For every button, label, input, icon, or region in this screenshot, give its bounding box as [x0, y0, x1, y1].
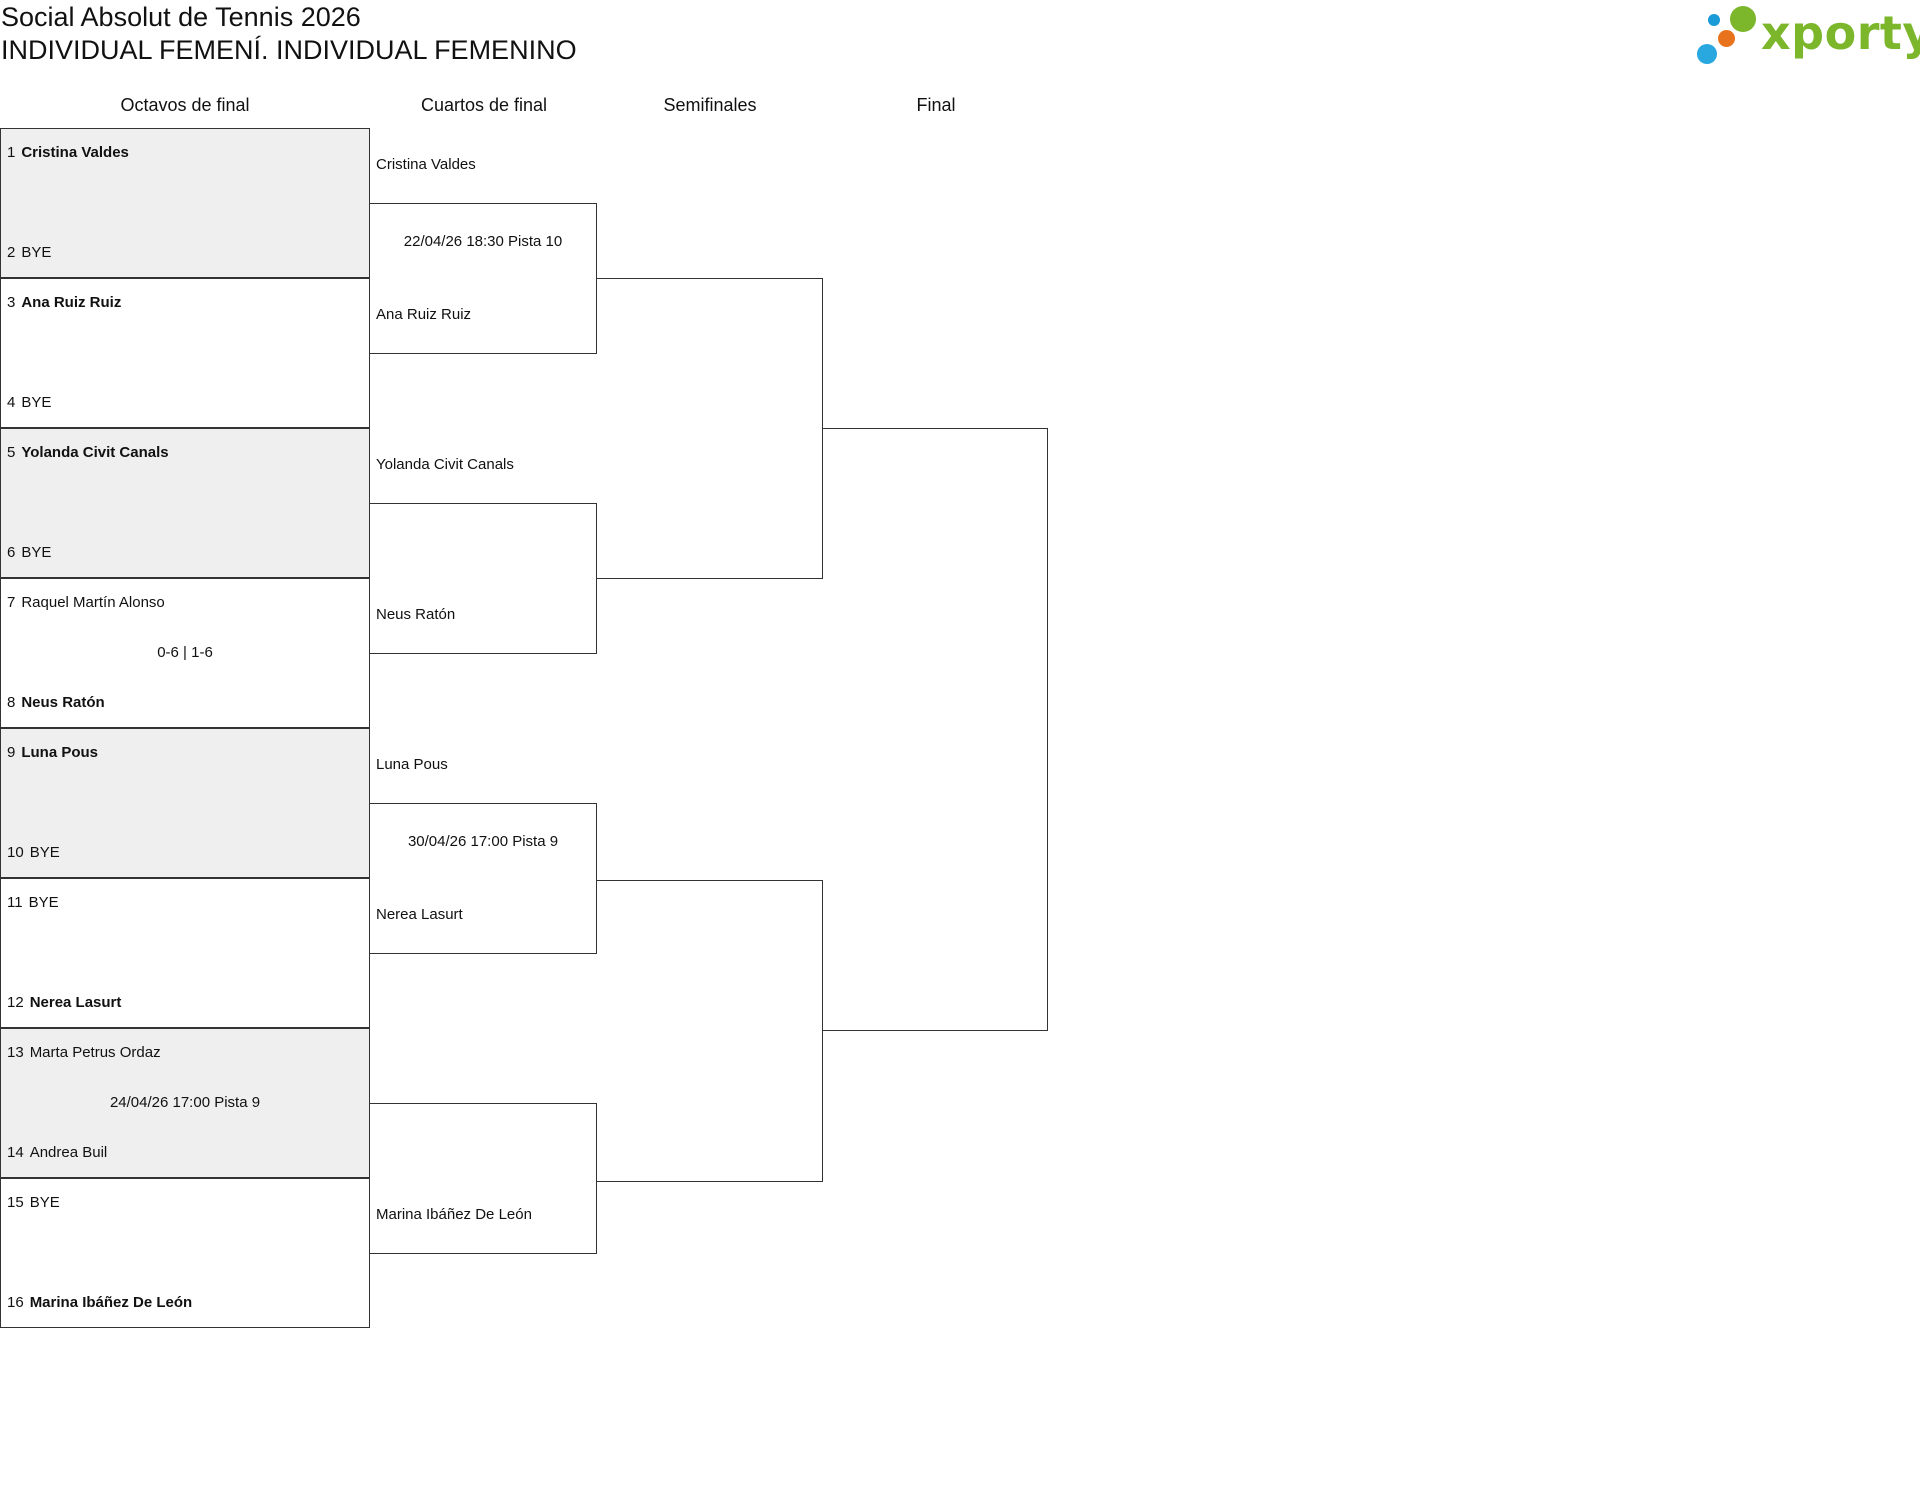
- player-name: Marina Ibáñez De León: [29, 1294, 193, 1311]
- seed-number: 15: [7, 1194, 24, 1211]
- seed-number: 9: [7, 744, 16, 761]
- player-slot: 15 BYE: [7, 1194, 60, 1211]
- seed-number: 6: [7, 544, 16, 561]
- logo-dot-orange: [1718, 30, 1735, 47]
- logo-wordmark: xporty: [1761, 6, 1920, 60]
- xporty-logo: xporty: [1694, 4, 1920, 66]
- player-name: Ana Ruiz Ruiz: [21, 294, 122, 311]
- player-slot: 5 Yolanda Civit Canals: [7, 444, 169, 461]
- player-name: Cristina Valdes: [21, 144, 129, 161]
- seed-number: 10: [7, 844, 24, 861]
- quarterfinal-player: Nerea Lasurt: [376, 906, 463, 923]
- player-name: BYE: [28, 894, 59, 911]
- seed-number: 12: [7, 994, 24, 1011]
- round-of-16-match[interactable]: 3 Ana Ruiz Ruiz 4 BYE: [0, 278, 370, 428]
- player-slot: 11 BYE: [7, 894, 59, 911]
- quarterfinal-player: Marina Ibáñez De León: [376, 1206, 532, 1223]
- quarterfinal-player: Luna Pous: [376, 756, 448, 773]
- semifinal-connector: [597, 880, 823, 1182]
- match-info: 30/04/26 17:00 Pista 9: [407, 833, 559, 850]
- player-name: BYE: [29, 844, 60, 861]
- player-slot: 2 BYE: [7, 244, 51, 261]
- round-of-16-match[interactable]: 15 BYE 16 Marina Ibáñez De León: [0, 1178, 370, 1328]
- quarterfinal-match[interactable]: [370, 503, 597, 654]
- seed-number: 1: [7, 144, 16, 161]
- quarterfinal-player: Ana Ruiz Ruiz: [376, 306, 472, 323]
- player-slot: 16 Marina Ibáñez De León: [7, 1294, 192, 1311]
- quarterfinal-match[interactable]: 30/04/26 17:00 Pista 9: [370, 803, 597, 954]
- seed-number: 14: [7, 1144, 24, 1161]
- match-info: 0-6 | 1-6: [157, 644, 213, 661]
- semifinal-connector: [597, 278, 823, 579]
- player-name: Marta Petrus Ordaz: [29, 1044, 161, 1061]
- seed-number: 16: [7, 1294, 24, 1311]
- player-slot: 12 Nerea Lasurt: [7, 994, 121, 1011]
- quarterfinal-match[interactable]: [370, 1103, 597, 1254]
- quarterfinal-match[interactable]: 22/04/26 18:30 Pista 10: [370, 203, 597, 354]
- player-slot: 7 Raquel Martín Alonso: [7, 594, 165, 611]
- round-of-16-match[interactable]: 9 Luna Pous 10 BYE: [0, 728, 370, 878]
- seed-number: 7: [7, 594, 16, 611]
- player-slot: 1 Cristina Valdes: [7, 144, 129, 161]
- player-slot: 3 Ana Ruiz Ruiz: [7, 294, 121, 311]
- player-slot: 9 Luna Pous: [7, 744, 98, 761]
- logo-dot-blue-small: [1708, 14, 1720, 26]
- player-name: BYE: [21, 394, 52, 411]
- player-name: Neus Ratón: [21, 694, 105, 711]
- round-header-cuartos: Cuartos de final: [420, 95, 548, 115]
- final-connector: [822, 428, 1048, 1031]
- page-subtitle: INDIVIDUAL FEMENÍ. INDIVIDUAL FEMENINO: [1, 35, 577, 65]
- round-of-16-match[interactable]: 5 Yolanda Civit Canals 6 BYE: [0, 428, 370, 578]
- seed-number: 4: [7, 394, 16, 411]
- seed-number: 3: [7, 294, 16, 311]
- player-slot: 6 BYE: [7, 544, 51, 561]
- player-slot: 13 Marta Petrus Ordaz: [7, 1044, 161, 1061]
- player-slot: 4 BYE: [7, 394, 51, 411]
- player-name: BYE: [21, 244, 52, 261]
- player-name: BYE: [21, 544, 52, 561]
- seed-number: 13: [7, 1044, 24, 1061]
- round-header-semifinales: Semifinales: [663, 95, 757, 115]
- logo-dot-blue-large: [1697, 44, 1717, 64]
- match-info: 24/04/26 17:00 Pista 9: [109, 1094, 261, 1111]
- player-slot: 14 Andrea Buil: [7, 1144, 107, 1161]
- page-title: Social Absolut de Tennis 2026: [1, 2, 361, 32]
- quarterfinal-player: Yolanda Civit Canals: [376, 456, 514, 473]
- player-slot: 10 BYE: [7, 844, 60, 861]
- quarterfinal-player: Cristina Valdes: [376, 156, 476, 173]
- round-of-16-match[interactable]: 7 Raquel Martín Alonso 8 Neus Ratón 0-6 | 1-…: [0, 578, 370, 728]
- player-name: Luna Pous: [21, 744, 99, 761]
- logo-dot-green: [1730, 6, 1756, 32]
- player-slot: 8 Neus Ratón: [7, 694, 105, 711]
- player-name: Yolanda Civit Canals: [21, 444, 169, 461]
- seed-number: 11: [7, 894, 23, 911]
- round-of-16-match[interactable]: 13 Marta Petrus Ordaz 14 Andrea Buil 24/04/2…: [0, 1028, 370, 1178]
- seed-number: 8: [7, 694, 16, 711]
- round-of-16-match[interactable]: 11 BYE 12 Nerea Lasurt: [0, 878, 370, 1028]
- seed-number: 5: [7, 444, 16, 461]
- player-name: Nerea Lasurt: [29, 994, 122, 1011]
- match-info: 22/04/26 18:30 Pista 10: [403, 233, 563, 250]
- player-name: Andrea Buil: [29, 1144, 108, 1161]
- quarterfinal-player: Neus Ratón: [376, 606, 456, 623]
- round-header-final: Final: [916, 95, 956, 115]
- round-header-octavos: Octavos de final: [120, 95, 250, 115]
- round-of-16-match[interactable]: 1 Cristina Valdes 2 BYE: [0, 128, 370, 278]
- player-name: Raquel Martín Alonso: [21, 594, 165, 611]
- seed-number: 2: [7, 244, 16, 261]
- player-name: BYE: [29, 1194, 60, 1211]
